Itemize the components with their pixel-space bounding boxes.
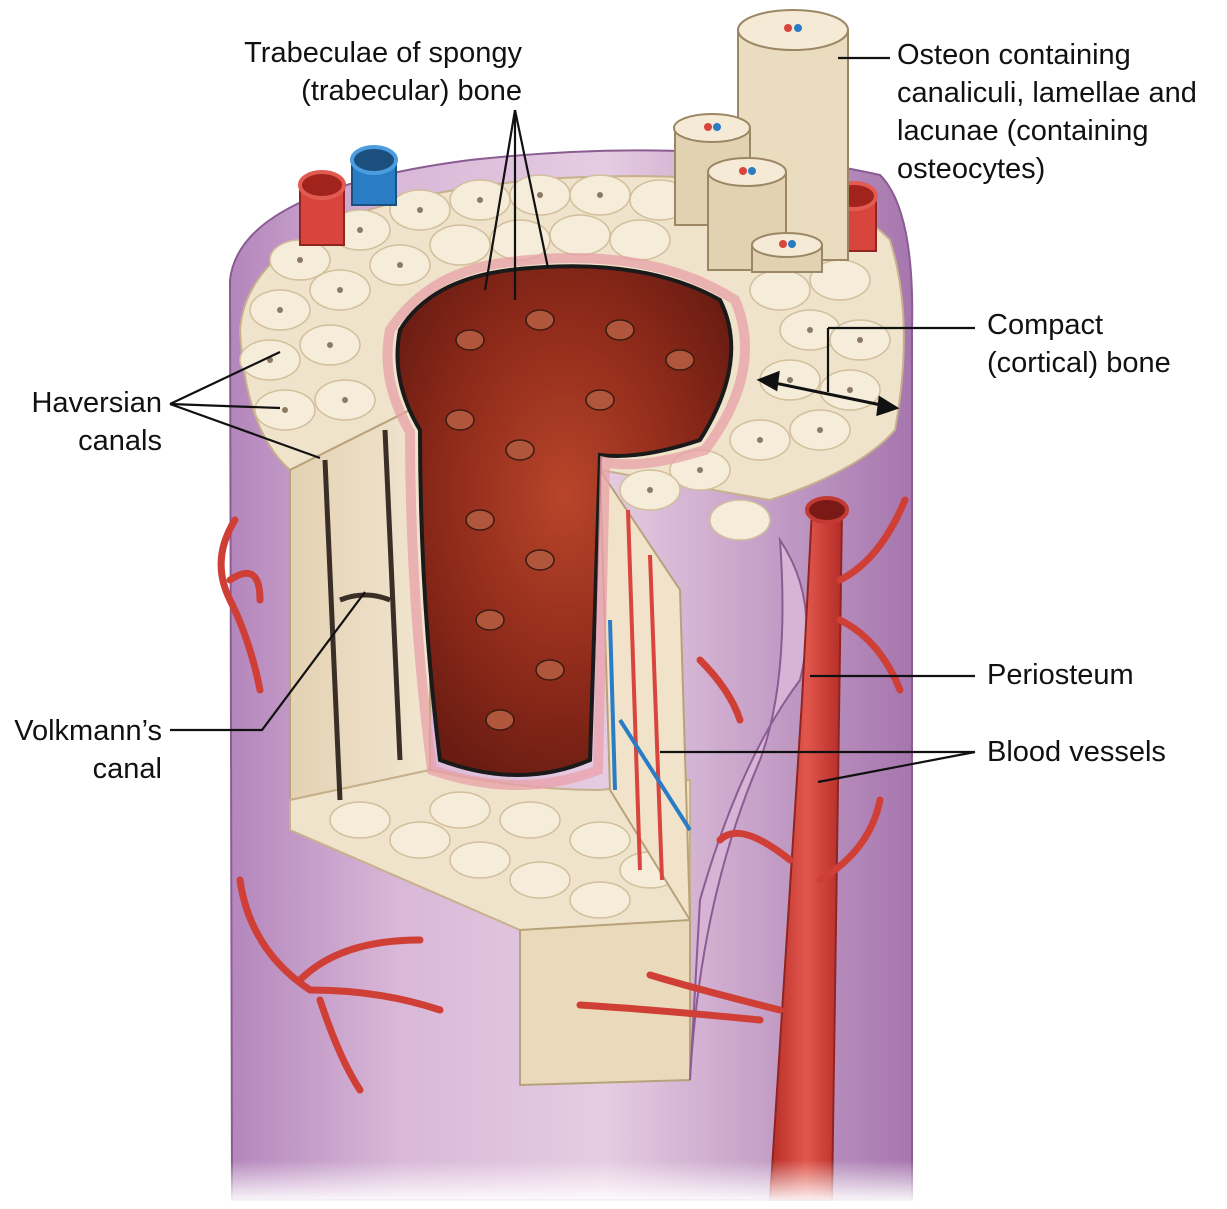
label-volkmanns-canal: Volkmann’s canal [0,712,162,788]
label-volkmann-line1: Volkmann’s [14,715,162,747]
leader-lines [169,56,976,784]
osteon-centers [267,192,863,493]
cut-face-right [598,466,692,924]
trabeculae-spicules [445,309,695,731]
label-osteon-line4: osteocytes) [897,153,1046,185]
label-blood-vessels: Blood vessels [987,736,1166,768]
label-haversian-line1: Haversian [31,387,162,419]
osteon-center-vessels [704,24,802,248]
label-compact-line1: Compact [987,309,1104,341]
marrow-cavity [395,264,734,777]
label-trabeculae-line2: (trabecular) bone [301,75,522,107]
label-volkmann-line2: canal [92,753,162,785]
protruding-osteons [673,9,849,273]
label-trabeculae: Trabeculae of spongy (trabecular) bone [190,34,522,110]
label-haversian-line2: canals [78,425,162,457]
label-compact-bone: Compact (cortical) bone [987,306,1171,382]
label-osteon-line3: lacunae (containing [897,115,1149,147]
label-osteon: Osteon containing canaliculi, lamellae a… [897,36,1197,188]
floor-osteons [329,791,681,919]
label-haversian-canals: Haversian canals [0,384,162,460]
cut-face-vessels [608,509,692,881]
label-trabeculae-line1: Trabeculae of spongy [244,37,522,69]
label-osteon-line2: canaliculi, lamellae and [897,77,1197,109]
bottom-fade [200,960,960,1204]
artery-opening [805,496,849,524]
trabecular-rim [382,253,750,790]
haversian-canal-lines [322,429,403,801]
label-compact-line2: (cortical) bone [987,347,1171,379]
label-osteon-line1: Osteon containing [897,39,1131,71]
label-periosteum: Periosteum [987,659,1134,691]
compact-arrow [756,370,900,417]
